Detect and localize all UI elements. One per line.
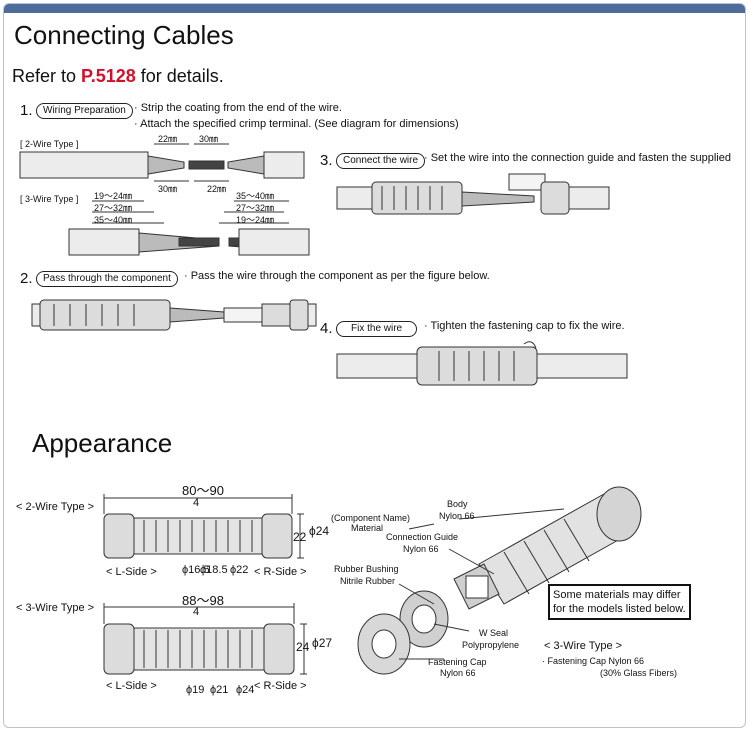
step2-text: · Pass the wire through the component as… bbox=[184, 270, 490, 282]
two-wire-callout1: (Component Name) bbox=[331, 513, 411, 523]
materials-note-line2: for the models listed below. bbox=[553, 603, 686, 615]
three-wire-h2: ϕ27 bbox=[312, 636, 333, 650]
three-wire-l1: 19～24㎜ bbox=[94, 191, 133, 201]
exploded-view-drawing bbox=[357, 486, 642, 675]
part-cap-name: Fastening Cap bbox=[428, 657, 487, 667]
pass-through-drawing bbox=[31, 299, 317, 331]
three-wire-center: 4 bbox=[193, 606, 200, 618]
step1-line1: · Strip the coating from the end of the … bbox=[134, 102, 342, 114]
three-wire-label: < 3-Wire Type > bbox=[16, 602, 95, 614]
two-wire-d2: ϕ18.5 bbox=[200, 564, 228, 576]
three-wire-l2: 27～32㎜ bbox=[94, 203, 133, 213]
two-wire-d4: 22㎜ bbox=[207, 184, 227, 194]
two-wire-prep-drawing bbox=[19, 143, 305, 182]
top-bar bbox=[4, 4, 745, 13]
step4-number: 4. bbox=[320, 320, 333, 337]
part-wseal-name: W Seal bbox=[479, 628, 509, 638]
step1-tag: Wiring Preparation bbox=[36, 100, 133, 119]
two-wire-d1: ϕ16.5 bbox=[182, 564, 210, 576]
part-guide-name: Connection Guide bbox=[386, 532, 459, 542]
three-wire-d2: ϕ21 bbox=[210, 684, 229, 696]
two-wire-d3: ϕ22 bbox=[230, 564, 249, 576]
three-wire-r3: 19～24㎜ bbox=[236, 215, 275, 225]
part-wseal-material: Polypropylene bbox=[462, 640, 520, 650]
materials-note-line1: Some materials may differ bbox=[553, 589, 681, 601]
three-wire-appearance-drawing bbox=[103, 603, 307, 675]
two-wire-callout2: Material bbox=[351, 523, 384, 533]
step2-tag-label: Pass through the component bbox=[36, 271, 178, 287]
step3-text: · Set the wire into the connection guide… bbox=[424, 152, 731, 164]
connect-wire-drawing bbox=[336, 173, 610, 215]
step3-tag: Connect the wire bbox=[336, 150, 426, 169]
three-wire-note-line2: (30% Glass Fibers) bbox=[600, 668, 678, 678]
step4-text: · Tighten the fastening cap to fix the w… bbox=[424, 320, 625, 332]
refer-prefix: Refer to bbox=[12, 66, 82, 86]
part-body-material: Nylon 66 bbox=[439, 511, 475, 521]
step2-number: 2. bbox=[20, 270, 33, 287]
step4-tag: Fix the wire bbox=[336, 318, 418, 337]
three-wire-h1: 24 bbox=[296, 640, 310, 654]
illustrations bbox=[19, 143, 642, 675]
three-wire-d1: ϕ19 bbox=[186, 684, 205, 696]
three-wire-r1: 35～40㎜ bbox=[236, 191, 275, 201]
three-wire-note-line1: · Fastening Cap Nylon 66 bbox=[542, 656, 645, 666]
part-guide-material: Nylon 66 bbox=[403, 544, 439, 554]
three-wire-r2: 27～32㎜ bbox=[236, 203, 275, 213]
step4-tag-label: Fix the wire bbox=[336, 321, 418, 337]
part-bushing-material: Nitrile Rubber bbox=[340, 576, 396, 586]
part-bushing-name: Rubber Bushing bbox=[334, 564, 399, 574]
two-wire-right: < R-Side > bbox=[254, 566, 307, 578]
three-wire-right: < R-Side > bbox=[254, 680, 307, 692]
two-wire-h2: ϕ24 bbox=[309, 524, 330, 538]
page-title: Connecting Cables bbox=[14, 20, 234, 50]
two-wire-appearance-drawing bbox=[103, 494, 304, 559]
three-wire-left: < L-Side > bbox=[106, 680, 157, 692]
two-wire-length: 80～90 bbox=[182, 483, 224, 498]
step1-number: 1. bbox=[20, 102, 33, 119]
part-body-name: Body bbox=[447, 499, 468, 509]
step3-number: 3. bbox=[320, 152, 333, 169]
two-wire-d1: 22㎜ bbox=[158, 134, 178, 144]
step1-line2: · Attach the specified crimp terminal. (… bbox=[134, 118, 459, 130]
step2-tag: Pass through the component bbox=[36, 268, 178, 287]
step1-tag-label: Wiring Preparation bbox=[36, 103, 133, 119]
three-wire-prep-drawing bbox=[68, 200, 310, 256]
refer-line: Refer to P.5128 for details. bbox=[12, 66, 224, 87]
materials-note-box: Some materials may differ for the models… bbox=[548, 584, 691, 620]
three-wire-d3: ϕ24 bbox=[236, 684, 255, 696]
two-wire-center: 4 bbox=[193, 497, 200, 509]
two-wire-label: < 2-Wire Type > bbox=[16, 501, 95, 513]
three-wire-l3: 35～40㎜ bbox=[94, 215, 133, 225]
three-wire-note-label: < 3-Wire Type > bbox=[544, 640, 623, 652]
two-wire-prep-label: [ 2-Wire Type ] bbox=[20, 139, 79, 149]
three-wire-length: 88～98 bbox=[182, 593, 224, 608]
part-cap-material: Nylon 66 bbox=[440, 668, 476, 678]
two-wire-h1: 22 bbox=[293, 530, 307, 544]
step3-tag-label: Connect the wire bbox=[336, 153, 426, 169]
two-wire-d3: 30㎜ bbox=[158, 184, 178, 194]
document-frame: Connecting Cables Refer to P.5128 for de… bbox=[3, 3, 746, 728]
refer-page-link[interactable]: P.5128 bbox=[81, 66, 136, 86]
three-wire-prep-label: [ 3-Wire Type ] bbox=[20, 194, 79, 204]
refer-suffix: for details. bbox=[135, 66, 224, 86]
fix-wire-drawing bbox=[336, 341, 628, 386]
two-wire-d2: 30㎜ bbox=[199, 134, 219, 144]
two-wire-left: < L-Side > bbox=[106, 566, 157, 578]
appearance-title: Appearance bbox=[32, 428, 173, 458]
